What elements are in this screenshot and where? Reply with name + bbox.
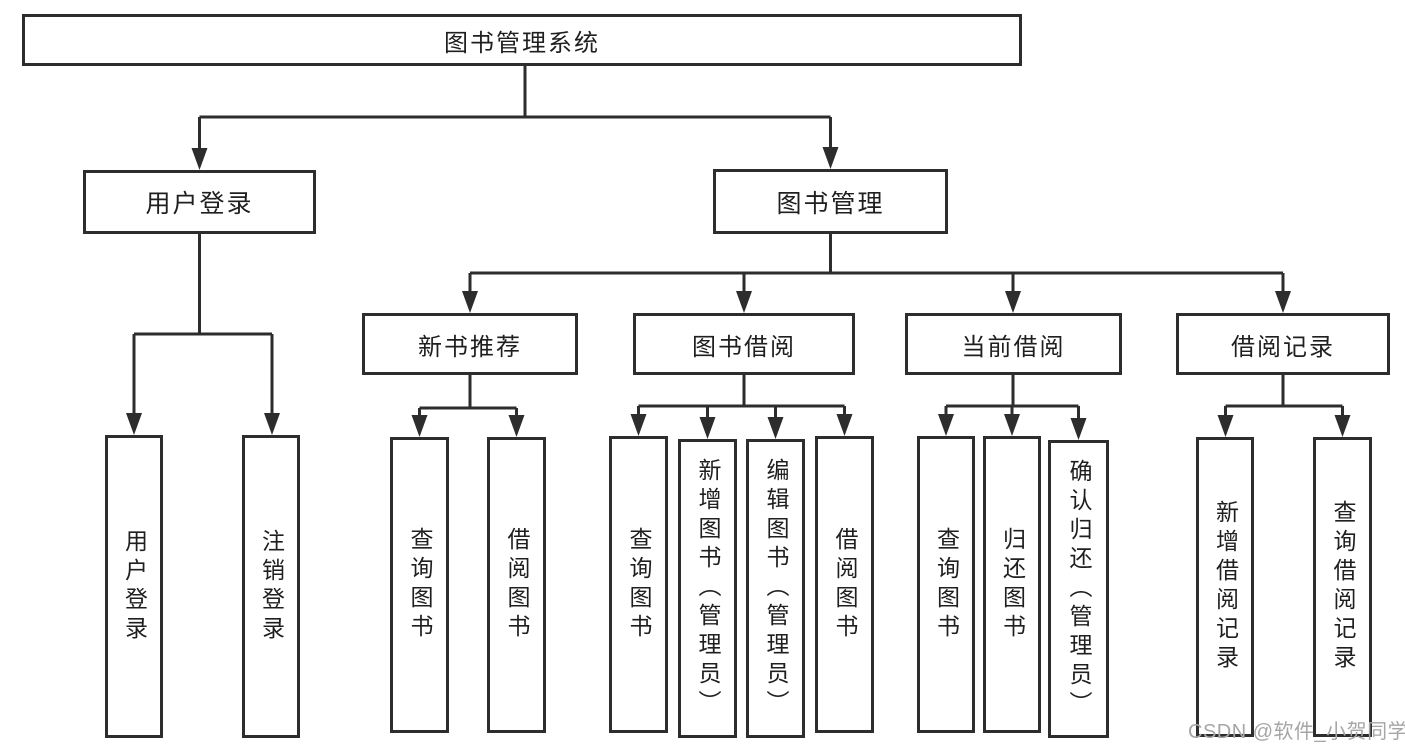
leaf-cb-confirm-return-label: 确认归还（管理员） [1066,458,1092,720]
node-borrow-records: 借阅记录 [1176,313,1390,375]
leaf-rec-borrow-books: 借阅图书 [487,437,546,733]
leaf-bb-query-books: 查询图书 [609,436,668,733]
node-book-mgmt: 图书管理 [713,169,948,234]
leaf-bb-borrow-books: 借阅图书 [815,436,874,733]
leaf-br-query-record: 查询借阅记录 [1313,437,1372,737]
leaf-cb-return-books: 归还图书 [983,436,1041,733]
watermark: CSDN @软件_小贺同学 [1188,721,1405,743]
leaf-rec-borrow-books-label: 借阅图书 [504,527,530,643]
leaf-cb-query-books-label: 查询图书 [933,526,960,643]
leaf-rec-query-books: 查询图书 [390,437,449,733]
leaf-rec-query-books-label: 查询图书 [407,527,433,643]
leaf-logout-label: 注销登录 [258,528,285,645]
leaf-cb-query-books: 查询图书 [917,436,975,733]
leaf-cb-confirm-return: 确认归还（管理员） [1048,440,1109,738]
leaf-user-login-label: 用户登录 [121,528,148,645]
node-user-login: 用户登录 [83,170,316,234]
leaf-bb-add-books-label: 新增图书（管理员） [695,458,721,719]
leaf-cb-return-books-label: 归还图书 [999,526,1026,643]
leaf-user-login: 用户登录 [105,435,163,738]
leaf-br-add-record-label: 新增借阅记录 [1212,500,1239,674]
leaf-bb-edit-books-label: 编辑图书（管理员） [763,458,789,719]
leaf-logout: 注销登录 [242,435,300,738]
leaf-br-query-record-label: 查询借阅记录 [1330,500,1356,674]
node-current-borrow: 当前借阅 [905,313,1122,375]
leaf-bb-edit-books: 编辑图书（管理员） [746,439,805,738]
node-new-book-rec: 新书推荐 [362,313,578,375]
leaf-bb-borrow-books-label: 借阅图书 [832,526,858,643]
node-root: 图书管理系统 [22,14,1022,66]
leaf-br-add-record: 新增借阅记录 [1196,437,1254,737]
leaf-bb-query-books-label: 查询图书 [626,526,652,643]
node-book-borrow: 图书借阅 [633,313,855,375]
leaf-bb-add-books: 新增图书（管理员） [678,439,737,738]
